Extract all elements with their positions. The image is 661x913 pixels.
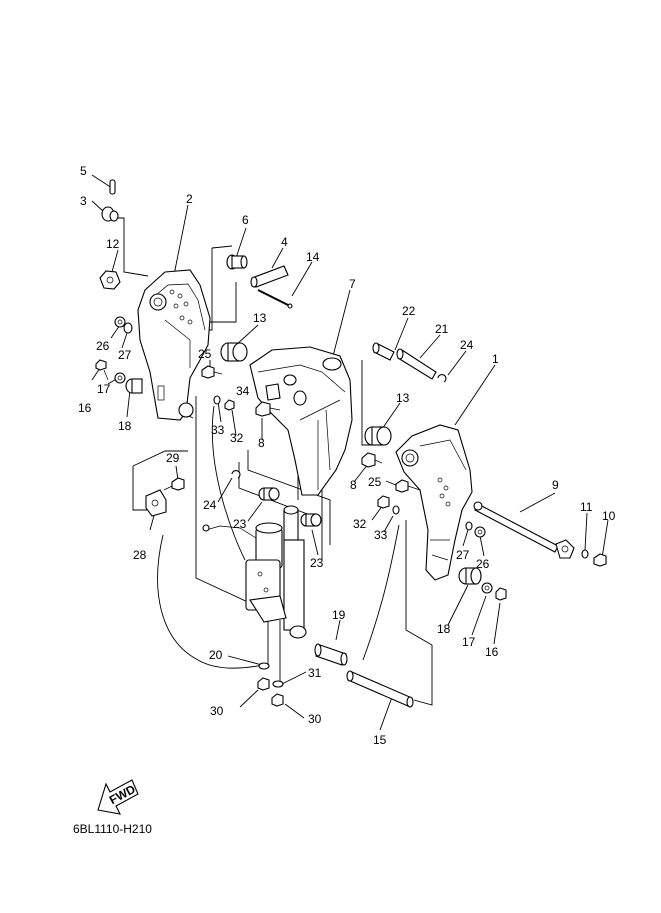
washer-part-20 xyxy=(258,662,270,670)
washer-part-27-left xyxy=(123,322,133,334)
washer-part-33-right xyxy=(392,505,400,515)
callout: 28 xyxy=(133,548,147,562)
callout: 8 xyxy=(258,436,265,450)
callout: 16 xyxy=(485,645,499,659)
bolt-part-25-left xyxy=(201,365,223,379)
tilt-shaft-part-9 xyxy=(473,501,575,559)
bolt-part-30-lower xyxy=(271,693,284,707)
bushing-part-23-left xyxy=(258,487,280,501)
callout: 18 xyxy=(118,419,132,433)
callout: 33 xyxy=(374,528,388,542)
callout: 32 xyxy=(353,517,367,531)
callout: 9 xyxy=(552,478,559,492)
bushing-part-23-right xyxy=(300,513,322,527)
washer-part-17-right xyxy=(481,582,493,594)
callout: 33 xyxy=(211,423,225,437)
bolt-part-29 xyxy=(163,477,185,491)
callout: 12 xyxy=(106,237,120,251)
callout: 13 xyxy=(253,311,267,325)
bolt-part-8-right xyxy=(361,452,383,468)
callout: 29 xyxy=(166,451,180,465)
bushing-part-18-left xyxy=(125,378,143,394)
callout: 25 xyxy=(198,347,212,361)
washer-part-33-left xyxy=(213,395,221,405)
clip-part-24-lower xyxy=(231,470,241,479)
callout: 16 xyxy=(78,401,92,415)
clip-part-34 xyxy=(265,383,281,401)
bolt-part-8-left xyxy=(255,401,281,417)
pin-part-5 xyxy=(109,179,116,195)
bushing-part-18-right xyxy=(458,567,482,585)
callout: 8 xyxy=(350,478,357,492)
pin-part-4 xyxy=(250,265,289,288)
callout: 25 xyxy=(368,475,382,489)
drawing-code: 6BL1110-H210 xyxy=(73,822,152,836)
callout: 20 xyxy=(209,648,223,662)
washer-part-17-left xyxy=(114,372,126,384)
fwd-arrow-icon: FWD xyxy=(97,779,139,815)
callout: 3 xyxy=(80,194,87,208)
bushing-part-13-lower xyxy=(364,426,392,446)
callout: 5 xyxy=(80,164,87,178)
callout: 22 xyxy=(402,304,416,318)
callout: 6 xyxy=(242,213,249,227)
callout: 24 xyxy=(203,498,217,512)
callout: 17 xyxy=(97,382,111,396)
pin-part-22 xyxy=(372,342,395,361)
callout: 2 xyxy=(186,192,193,206)
callout: 15 xyxy=(373,733,387,747)
bushing-part-13-upper xyxy=(220,342,248,362)
bolt-part-32-right xyxy=(377,495,390,509)
washer-part-27-right xyxy=(465,521,473,531)
pin-part-19 xyxy=(314,643,348,666)
callout: 14 xyxy=(306,250,320,264)
callout: 27 xyxy=(118,348,132,362)
clamp-bracket-right-part-1 xyxy=(395,424,473,581)
callout: 32 xyxy=(230,431,244,445)
plate-part-28 xyxy=(145,489,167,517)
bolt-part-30-upper xyxy=(257,677,270,691)
callout: 19 xyxy=(332,608,346,622)
callout: 10 xyxy=(602,509,616,523)
callout: 4 xyxy=(281,235,288,249)
callout-labels: 5 3 2 6 4 12 14 7 13 22 21 26 27 24 25 1… xyxy=(78,164,616,747)
swivel-bracket-part-7 xyxy=(249,346,353,496)
bolt-part-32-left xyxy=(224,399,235,411)
bushing-part-3 xyxy=(101,206,119,222)
washer-part-11 xyxy=(581,549,589,559)
callout: 23 xyxy=(233,517,247,531)
bolt-part-16-right xyxy=(495,587,507,601)
clamp-bracket-left-part-2 xyxy=(137,269,211,421)
nut-part-26-right xyxy=(474,526,486,538)
callout: 24 xyxy=(460,338,474,352)
bolt-part-25-right xyxy=(395,479,421,493)
callout: 26 xyxy=(476,557,490,571)
callout: 27 xyxy=(456,548,470,562)
callout: 7 xyxy=(349,277,356,291)
callout: 1 xyxy=(492,352,499,366)
callout: 23 xyxy=(310,556,324,570)
callout: 21 xyxy=(435,322,449,336)
nut-part-26-left xyxy=(114,316,126,328)
callout: 18 xyxy=(437,622,451,636)
callout: 11 xyxy=(580,500,593,514)
washer-part-31 xyxy=(272,680,284,688)
bolt-part-16-left xyxy=(95,359,109,381)
shaft-part-15 xyxy=(346,670,414,708)
pin-part-21 xyxy=(396,348,437,380)
rod-part-14 xyxy=(257,289,293,309)
callout: 17 xyxy=(462,635,476,649)
trim-tilt-unit xyxy=(202,505,307,639)
bolt-part-10 xyxy=(593,553,607,567)
callout: 30 xyxy=(308,712,322,726)
callout: 26 xyxy=(96,339,110,353)
callout: 34 xyxy=(236,384,250,398)
callout: 13 xyxy=(396,391,410,405)
callout: 31 xyxy=(308,666,322,680)
nut-part-12 xyxy=(99,270,121,290)
callout: 30 xyxy=(210,704,224,718)
collar-part-6 xyxy=(226,254,248,270)
clip-part-24-upper xyxy=(437,374,447,383)
